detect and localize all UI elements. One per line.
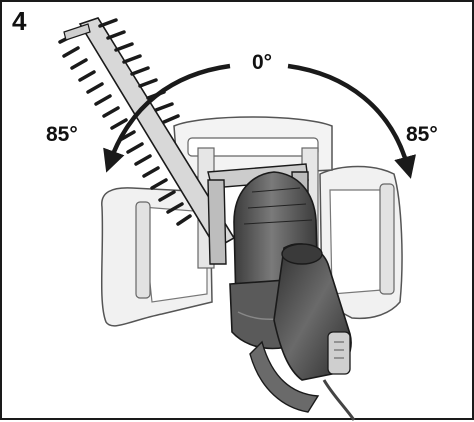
angle-label-left: 85°	[46, 123, 78, 146]
angle-label-right: 85°	[406, 123, 438, 146]
rotate-left-arrow-icon	[103, 63, 231, 173]
figure-number: 4	[12, 6, 27, 36]
ghost-handle-right	[319, 165, 403, 320]
rear-handle	[249, 243, 356, 421]
ghost-handle-left	[100, 187, 213, 327]
rotation-arrows	[103, 63, 416, 179]
angle-label-center: 0°	[252, 51, 273, 74]
cutting-blade	[58, 17, 236, 250]
rotate-right-arrow-icon	[287, 63, 416, 179]
